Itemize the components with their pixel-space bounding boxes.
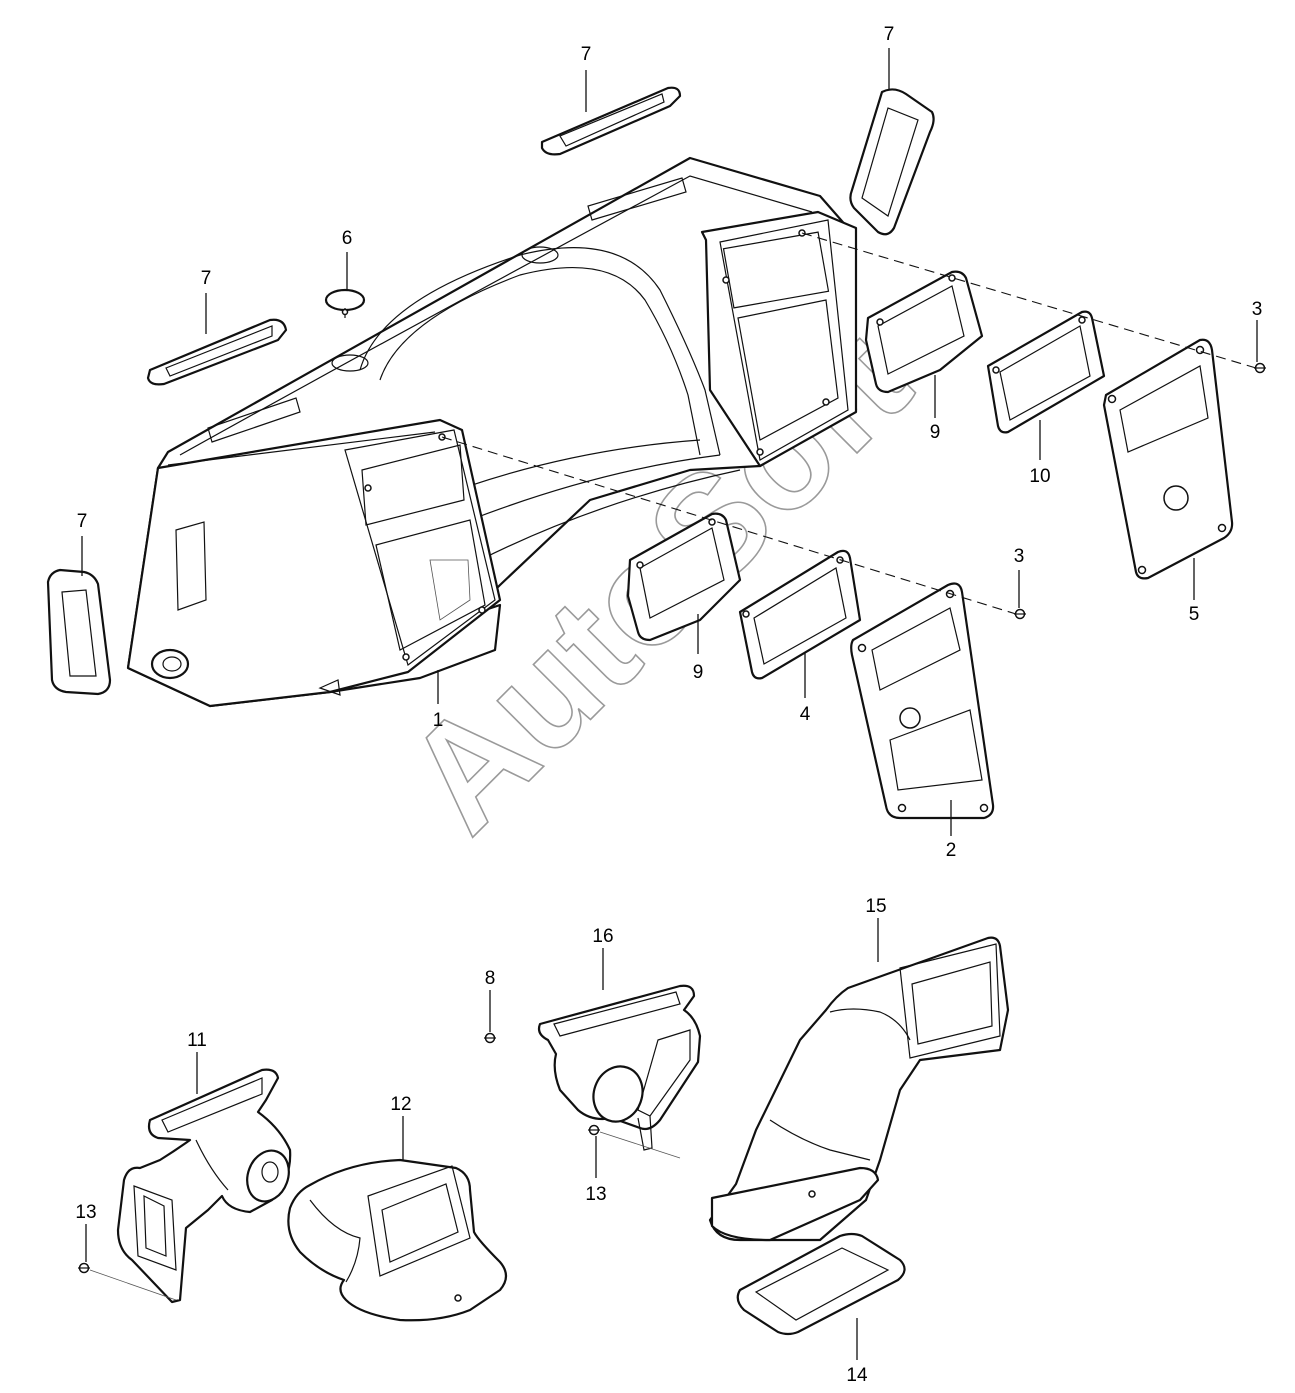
assembly-line-lower xyxy=(441,436,1017,615)
part-9-upper-gasket xyxy=(864,270,984,394)
part-10-gasket xyxy=(986,310,1106,434)
part-12-air-duct xyxy=(287,1158,508,1322)
part-5-cover-plate xyxy=(1102,338,1234,580)
callout-labels: 7 7 6 7 7 3 9 10 3 5 9 4 1 2 15 16 8 11 … xyxy=(75,24,1262,1386)
callout-8: 8 xyxy=(485,968,496,989)
screw-line-center xyxy=(599,1131,681,1159)
callout-6: 6 xyxy=(342,228,353,249)
part-13-screw-center xyxy=(588,1124,600,1136)
part-4-gasket xyxy=(738,549,862,680)
callout-5: 5 xyxy=(1189,604,1200,625)
callout-16: 16 xyxy=(592,926,613,947)
callout-10: 10 xyxy=(1029,466,1050,487)
callout-15: 15 xyxy=(865,896,886,917)
part-15-air-duct xyxy=(708,936,1010,1242)
leader-lines xyxy=(81,48,1258,1360)
callout-13: 13 xyxy=(585,1184,606,1205)
callout-14: 14 xyxy=(846,1365,868,1386)
callout-9: 9 xyxy=(930,422,941,443)
callout-7: 7 xyxy=(77,511,88,532)
part-9-lower-gasket xyxy=(626,512,742,642)
part-7-frame-left xyxy=(146,318,288,386)
callout-7: 7 xyxy=(581,44,592,65)
callout-11: 11 xyxy=(187,1030,207,1051)
part-7-frame-top-center xyxy=(540,86,682,156)
part-7-frame-top-right xyxy=(849,88,935,236)
part-16-air-duct xyxy=(537,984,702,1151)
callout-7: 7 xyxy=(884,24,895,45)
callout-2: 2 xyxy=(946,840,957,861)
callout-13: 13 xyxy=(75,1202,96,1223)
callout-1: 1 xyxy=(433,710,444,731)
screw-line-left xyxy=(89,1269,177,1301)
callout-4: 4 xyxy=(800,704,811,725)
callout-9: 9 xyxy=(693,662,704,683)
part-1-dashboard-housing xyxy=(126,156,858,708)
callout-3: 3 xyxy=(1252,299,1263,320)
callout-12: 12 xyxy=(390,1094,411,1115)
part-6-plug-cap xyxy=(324,288,366,318)
part-11-air-duct xyxy=(116,1068,292,1304)
part-14-seal xyxy=(736,1232,906,1336)
part-13-screw-left xyxy=(78,1262,90,1274)
callout-7: 7 xyxy=(201,268,212,289)
part-8-screw xyxy=(484,1032,496,1044)
part-7-frame-side xyxy=(46,568,112,696)
callout-3: 3 xyxy=(1014,546,1025,567)
part-2-cover-plate xyxy=(850,582,995,820)
